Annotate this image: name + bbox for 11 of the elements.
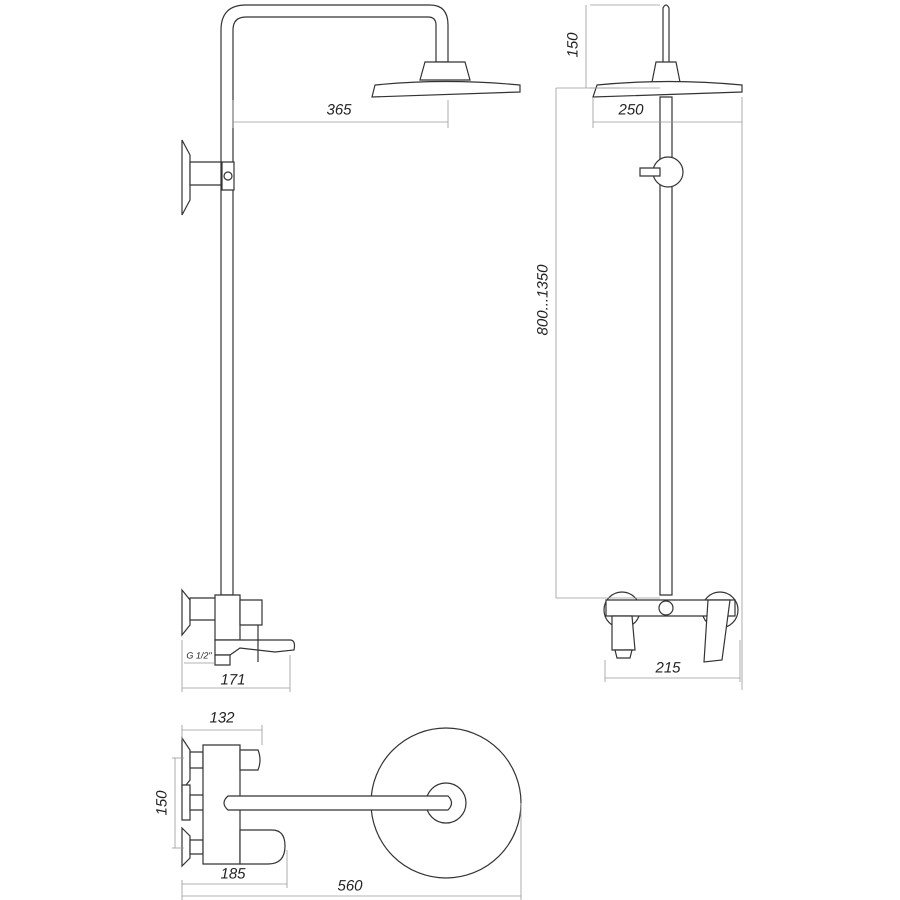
dimension-label: G 1/2" [186,652,212,660]
dimension-label: 800...1350 [536,264,550,336]
dimension-label: 560 [337,878,363,894]
dimension-label: 171 [220,672,246,688]
dimension-label: 150 [154,790,170,816]
dimension-label: 150 [566,32,580,58]
dimension-label: 215 [655,660,681,676]
dimension-label: 132 [209,710,235,726]
dimension-label: 365 [326,102,352,118]
dimension-label: 185 [220,866,246,882]
dimension-label: 250 [618,102,644,118]
